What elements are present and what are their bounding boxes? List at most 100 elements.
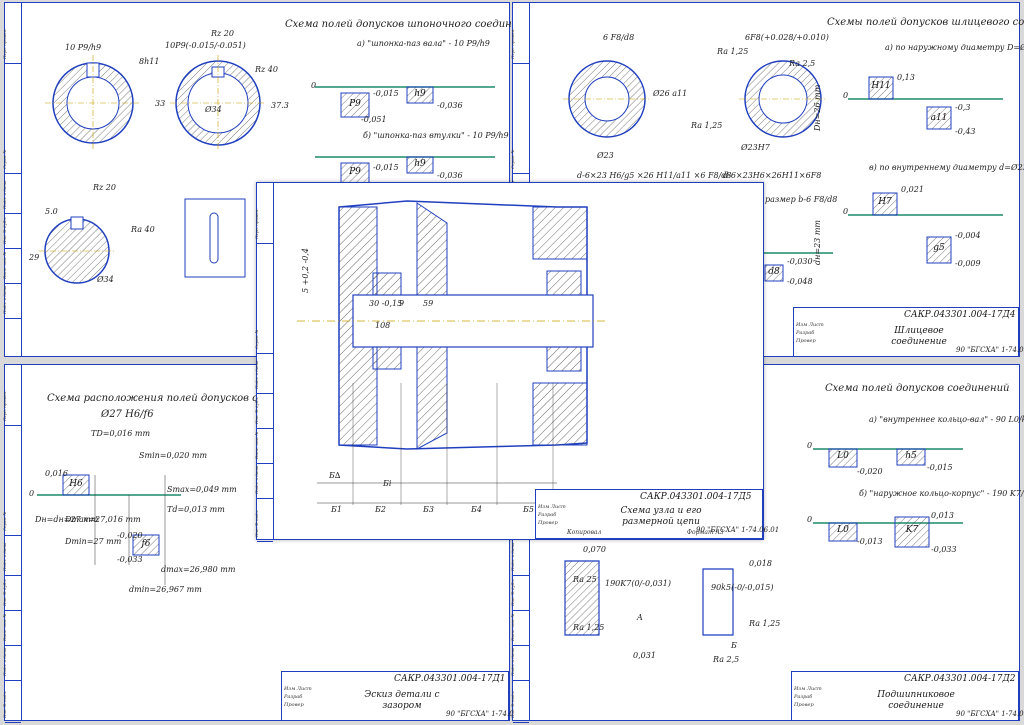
deviation-label: -0,036 bbox=[437, 101, 463, 110]
chain-label: Б1 bbox=[331, 505, 342, 514]
dim-label: Dн=dн=27 mm bbox=[35, 515, 99, 524]
chain-label: Б4 bbox=[471, 505, 482, 514]
field-label: P9 bbox=[349, 167, 361, 177]
dim-label: Ra 40 bbox=[131, 225, 155, 234]
deviation-label: -0,3 bbox=[955, 103, 971, 112]
sheet-title: Схемы полей допусков шлицевого соединени… bbox=[827, 17, 1024, 28]
subtitle-a: а) "внутреннее кольцо-вал" - 90 L0/k5 bbox=[869, 415, 1024, 424]
sheet-title: Схема полей допусков шпоночного соединен… bbox=[285, 19, 538, 30]
deviation-label: -0,048 bbox=[787, 277, 813, 286]
subtitle-a: а) по наружному диаметру D=Ø26 H11/a11 bbox=[885, 43, 1024, 52]
zero-line-label: 0 bbox=[843, 207, 849, 216]
field-label: H7 bbox=[878, 197, 892, 207]
dim-label: Ra 2,5 bbox=[789, 59, 816, 68]
dim-label: Ra 2,5 bbox=[713, 655, 740, 664]
dim-label: Ra 1,25 bbox=[691, 121, 723, 130]
format-label: Формат A3 bbox=[687, 529, 724, 536]
chain-label: Б∆ bbox=[329, 471, 341, 480]
chain-label: Бi bbox=[383, 479, 392, 488]
dim-label: Dmin=27 mm bbox=[65, 537, 122, 546]
side-strip: Перв. примен. Справ. № Подп. и дата Инв.… bbox=[2, 3, 22, 356]
deviation-label: -0,004 bbox=[955, 231, 981, 240]
dim-label: Ø26 a11 bbox=[653, 89, 688, 98]
zero-line-label: 0 bbox=[843, 91, 849, 100]
title-block: Изм Лист Разраб Провер САКР.043301.004-1… bbox=[791, 671, 1024, 721]
zero-line-label: 0 bbox=[807, 515, 813, 524]
field-label: H6 bbox=[69, 479, 83, 489]
field-label: h5 bbox=[905, 451, 917, 461]
dim-label: 6F8(+0.028/+0.010) bbox=[745, 33, 829, 42]
deviation-label: -0,015 bbox=[373, 163, 399, 172]
side-strip: Перв. примен. Справ. № Подп. и дата Инв.… bbox=[254, 183, 274, 542]
dim-label: Ø34 bbox=[205, 105, 222, 114]
nominal-label: Dн=26 mm bbox=[813, 84, 822, 131]
deviation-label: -0,033 bbox=[931, 545, 957, 554]
dim-label: Ra 1,25 bbox=[749, 619, 781, 628]
title-block: Изм Лист Разраб Провер САКР.043301.004-1… bbox=[793, 307, 1024, 357]
organization: 90 "БГСХА" 1-74.06.01 bbox=[956, 710, 1024, 718]
field-label: K7 bbox=[905, 525, 919, 535]
dim-label: Rz 40 bbox=[255, 65, 278, 74]
dim-label: Ra 25 bbox=[573, 575, 597, 584]
dim-label: 30 -0,15 bbox=[369, 299, 403, 308]
datum-label: Б bbox=[731, 641, 737, 650]
chain-label: Б2 bbox=[375, 505, 386, 514]
deviation-label: -0,051 bbox=[361, 115, 387, 124]
dim-label: 59 bbox=[423, 299, 434, 308]
zero-line-label: 0 bbox=[29, 489, 35, 498]
dim-label: 8h11 bbox=[139, 57, 160, 66]
subtitle-b: б) "шпонка-паз втулки" - 10 P9/h9 bbox=[363, 131, 509, 140]
dim-label: Smin=0,020 mm bbox=[139, 451, 208, 460]
subtitle-b: в) по внутреннему диаметру d=Ø23 H7/g5 bbox=[869, 163, 1024, 172]
assembly-drawing bbox=[297, 200, 607, 505]
field-label: L0 bbox=[837, 451, 849, 461]
deviation-label: -0,020 bbox=[117, 531, 143, 540]
deviation-label: -0,015 bbox=[927, 463, 953, 472]
field-label: h9 bbox=[414, 89, 426, 99]
fit-designation: Ø27 H6/f6 bbox=[101, 409, 154, 420]
dim-label: Ø23 bbox=[597, 151, 614, 160]
deviation-label: 0,021 bbox=[901, 185, 924, 194]
drawing-name: Схема узла и его размерной цепи bbox=[620, 506, 702, 527]
dim-label: dmax=26,980 mm bbox=[161, 565, 236, 574]
dim-label: Rz 20 bbox=[93, 183, 116, 192]
dim-label: Smax=0,049 mm bbox=[167, 485, 237, 494]
side-strip: Перв. примен. Справ. № Подп. и дата Инв.… bbox=[2, 365, 22, 723]
field-label: H11 bbox=[871, 81, 891, 91]
dim-label: 0,031 bbox=[633, 651, 656, 660]
organization: 90 "БГСХА" 1-74.06.01 bbox=[696, 526, 780, 534]
dim-label: 108 bbox=[375, 321, 391, 330]
copy-label: Копировал bbox=[567, 529, 602, 536]
deviation-label: -0,036 bbox=[437, 171, 463, 180]
deviation-label: -0,020 bbox=[857, 467, 883, 476]
dim-label: Ø23H7 bbox=[741, 143, 770, 152]
field-label: h9 bbox=[414, 159, 426, 169]
sheet-assembly: Перв. примен. Справ. № Подп. и дата Инв.… bbox=[254, 182, 779, 542]
drawing-name: Эскиз детали с зазором bbox=[364, 690, 440, 711]
dim-label: d-6×23H6×26H11×6F8 bbox=[723, 171, 822, 180]
dim-label: 9 bbox=[399, 299, 405, 308]
dim-label: 33 bbox=[155, 99, 166, 108]
sheet-bearing-joint: Перв. примен. Справ. № Подп. и дата Инв.… bbox=[510, 364, 1024, 723]
deviation-label: -0,015 bbox=[373, 89, 399, 98]
dim-label: 37.3 bbox=[271, 101, 289, 110]
dim-label: d-6×23 H6/g5 ×26 H11/a11 ×6 F8/d8 bbox=[577, 171, 732, 180]
chain-label: Б5 bbox=[523, 505, 534, 514]
deviation-label: -0,013 bbox=[857, 537, 883, 546]
field-label: f6 bbox=[141, 539, 151, 549]
dim-label: 0,018 bbox=[749, 559, 772, 568]
drawing-name: Подшипниковое соединение bbox=[877, 690, 955, 711]
subtitle-a: а) "шпонка-паз вала" - 10 P9/h9 bbox=[357, 39, 490, 48]
dim-label: 0,070 bbox=[583, 545, 606, 554]
drawing-code: САКР.043301.004-17Д4 bbox=[904, 310, 1016, 320]
sheet-title: Схема расположения полей допусков соедин… bbox=[47, 393, 315, 404]
drawing-name: Шлицевое соединение bbox=[891, 326, 947, 347]
title-block: Изм Лист Разраб Провер САКР.043301.004-1… bbox=[535, 489, 779, 539]
dim-label: 5 +0,2 -0,4 bbox=[301, 247, 310, 293]
organization: 90 "БГСХА" 1-74.06.01 bbox=[956, 346, 1024, 354]
clearance-fit-drawing bbox=[37, 474, 181, 585]
spline-joint-drawing bbox=[563, 60, 1003, 282]
dim-label: размер b-6 F8/d8 bbox=[765, 195, 838, 204]
nominal-label: dн=23 mm bbox=[813, 220, 822, 265]
dim-label: Td=0,013 mm bbox=[167, 505, 225, 514]
